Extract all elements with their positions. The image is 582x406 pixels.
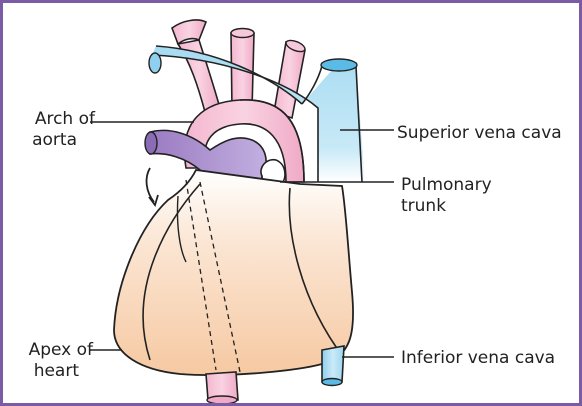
label-apex-of-heart: Apex of heart: [11, 340, 93, 382]
label-pulmonary-trunk-line1: Pulmonary: [401, 175, 492, 196]
label-pulmonary-trunk-line2: trunk: [401, 196, 492, 217]
label-apex-of-heart-line1: Apex of: [11, 340, 93, 361]
descending-aorta-tail: [206, 372, 238, 403]
label-arch-of-aorta: Arch of aorta: [17, 109, 95, 151]
label-arch-of-aorta-line1: Arch of: [17, 109, 95, 130]
inferior-vena-cava-shape: [322, 346, 344, 386]
label-superior-vena-cava: Superior vena cava: [397, 123, 562, 144]
rotation-arrow: [147, 168, 158, 205]
label-arch-of-aorta-line2: aorta: [17, 130, 95, 151]
label-pulmonary-trunk: Pulmonary trunk: [401, 175, 492, 217]
label-inferior-vena-cava: Inferior vena cava: [401, 348, 555, 369]
label-apex-of-heart-line2: heart: [11, 361, 93, 382]
heart-body: [114, 170, 353, 375]
